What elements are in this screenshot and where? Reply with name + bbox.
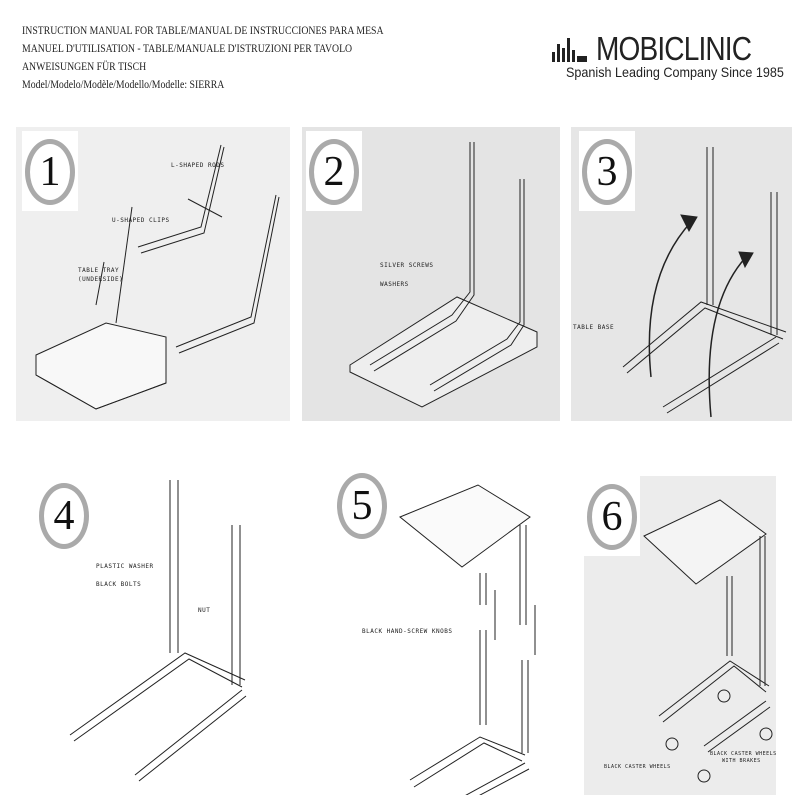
step-4-panel: 4 PLASTIC WASHER BLACK BOLTS NUT — [10, 455, 290, 795]
step-5-panel: 5 BLACK HAND-SCREW KNOBS — [330, 465, 560, 795]
step-5-illustration — [399, 484, 536, 795]
label-plastic-washer: PLASTIC WASHER — [96, 563, 154, 570]
step-4-illustration — [69, 480, 247, 782]
step-number-badge: 6 — [584, 476, 640, 556]
model-line: Model/Modelo/Modèle/Modello/Modelle: SIE… — [22, 79, 225, 91]
logo-tagline: Spanish Leading Company Since 1985 — [566, 64, 784, 80]
step-6-illustration — [643, 499, 773, 783]
title-line: ANWEISUNGEN FÜR TISCH — [22, 61, 147, 73]
manual-title: INSTRUCTION MANUAL FOR TABLE/MANUAL DE I… — [22, 22, 384, 94]
label-underside: (UNDERSIDE) — [78, 276, 124, 283]
step-3-panel: 3 TABLE BASE — [571, 127, 792, 421]
step-1-panel: 1 L-SHAPED RODS U-SHAPED CLIPS TABLE TRA… — [16, 127, 290, 421]
label-table-base: TABLE BASE — [573, 324, 615, 331]
logo-name: MOBICLINIC — [596, 30, 752, 67]
step-6-panel: 6 BLACK CASTER WHEELS BLACK CASTER WHEEL… — [584, 476, 776, 795]
label-nut: NUT — [198, 607, 211, 614]
label-table-tray: TABLE TRAY — [78, 267, 120, 274]
label-l-shaped-rods: L-SHAPED RODS — [171, 162, 225, 169]
label-washers: WASHERS — [380, 281, 409, 288]
title-line: INSTRUCTION MANUAL FOR TABLE/MANUAL DE I… — [22, 25, 384, 37]
step-2-illustration — [349, 142, 538, 408]
step-2-panel: 2 SILVER SCREWS WASHERS — [302, 127, 560, 421]
label-black-hand-screw-knobs: BLACK HAND-SCREW KNOBS — [362, 628, 453, 635]
label-black-caster-wheels-brakes: BLACK CASTER WHEELS — [710, 751, 777, 757]
label-black-bolts: BLACK BOLTS — [96, 581, 142, 588]
label-u-shaped-clips: U-SHAPED CLIPS — [112, 217, 170, 224]
step-number-badge: 1 — [22, 131, 78, 211]
step-3-illustration — [622, 147, 787, 418]
label-black-caster-wheels: BLACK CASTER WHEELS — [604, 764, 671, 770]
step-number-badge: 3 — [579, 131, 635, 211]
logo-bars-icon — [552, 38, 587, 62]
label-with-brakes: WITH BRAKES — [722, 758, 761, 764]
label-silver-screws: SILVER SCREWS — [380, 262, 434, 269]
step-number-badge: 4 — [36, 475, 92, 555]
step-number-badge: 2 — [306, 131, 362, 211]
step-1-illustration — [35, 144, 280, 410]
title-line: MANUEL D'UTILISATION - TABLE/MANUALE D'I… — [22, 43, 353, 55]
step-number-badge: 5 — [334, 465, 390, 545]
